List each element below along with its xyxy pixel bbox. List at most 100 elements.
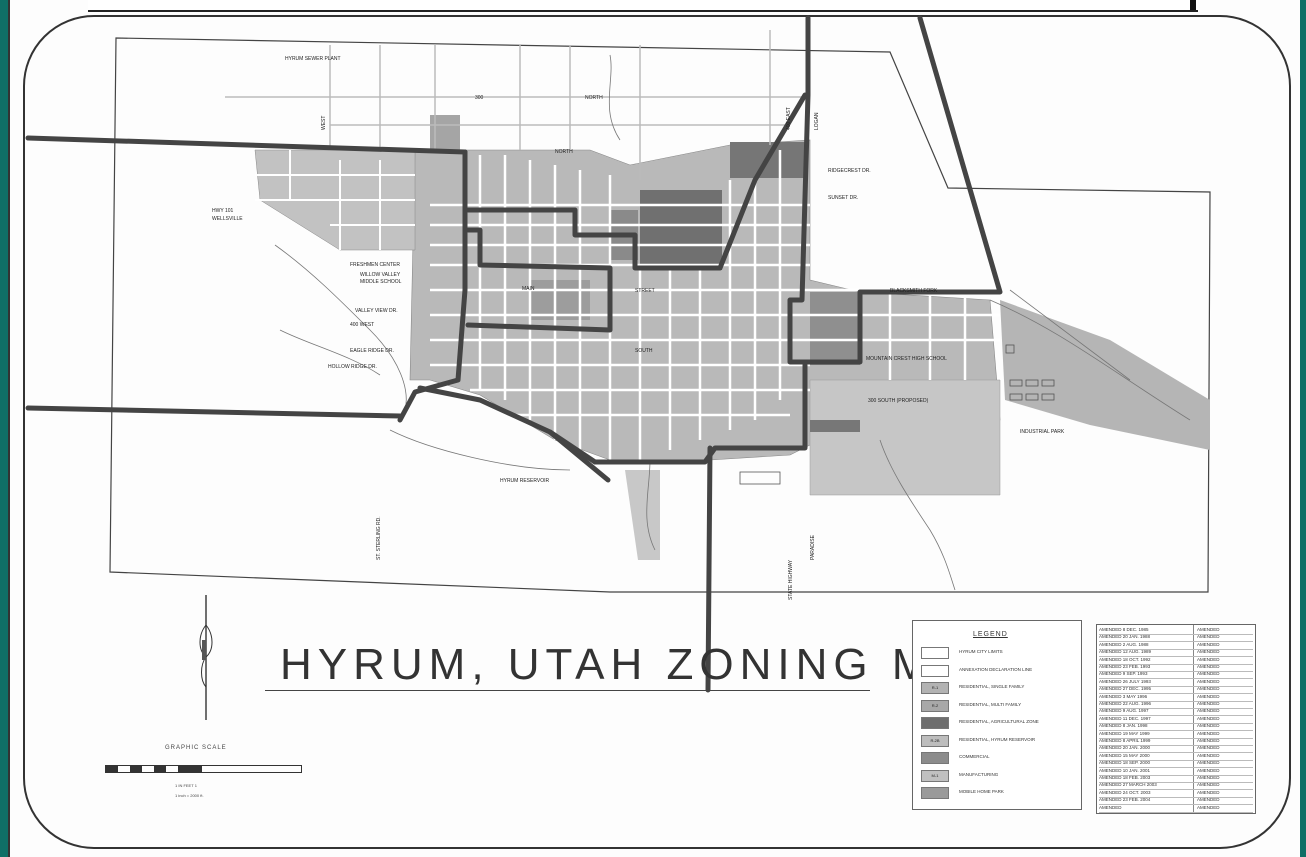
zoning-map: HYRUM SEWER PLANT 300 NORTH NORTH HWY 10… [23,15,1291,849]
label-main: MAIN [522,286,535,292]
zone-north-commercial [430,115,460,150]
amendment-date: AMENDED 23 FEB. 1993 [1099,664,1151,669]
legend-item: COMMERCIAL [921,752,1077,766]
amendment-blank: AMENDED [1197,760,1220,766]
east-buildings [739,344,1055,485]
scale-note-units: 1 IN FEET 1 [175,783,197,788]
legend-label: HYRUM CITY LIMITS [959,649,1003,654]
city-limit-lines [25,15,1003,693]
amendment-blank: AMENDED [1197,634,1220,640]
map-sheet: HYRUM SEWER PLANT 300 NORTH NORTH HWY 10… [8,0,1300,857]
title-underline [265,690,870,691]
label-logan: LOGAN [814,112,820,130]
legend-label: RESIDENTIAL, HYRUM RESERVOIR [959,736,1036,742]
label-hwy165: STATE HIGHWAY [788,559,794,600]
north-boundary [25,135,468,155]
amendment-date: AMENDED 19 MAY 1999 [1099,730,1150,736]
scale-note-ratio: 1 inch = 2000 ft. [175,793,204,798]
legend-swatch [921,752,949,764]
map-labels: HYRUM SEWER PLANT 300 NORTH NORTH HWY 10… [212,56,1065,600]
amendment-date: AMENDED 9 AUG. 1997 [1099,708,1149,714]
label-valley-view: VALLEY VIEW DR. [355,308,398,314]
map-frame [23,15,1291,849]
legend-item: RESIDENTIAL, AGRICULTURAL ZONE [921,717,1077,731]
amendment-blank: AMENDED [1197,797,1220,803]
inner-loop-2 [465,227,613,333]
legend-swatch [921,787,949,799]
amendment-blank: AMENDED [1197,627,1220,632]
corner-mark [1190,0,1196,10]
amendment-date: AMENDED 10 JAN. 2001 [1099,767,1151,773]
amendment-blank: AMENDED [1197,723,1220,729]
label-sewer-plant: HYRUM SEWER PLANT [285,56,341,62]
creek-lines [274,54,1191,591]
amendment-date: AMENDED 22 AUG. 1996 [1099,701,1152,706]
map-boundary-outline [109,37,1211,593]
label-willow: WILLOW VALLEY [360,272,401,278]
zone-manufacturing [810,420,860,432]
label-reservoir: HYRUM RESERVOIR [500,478,549,484]
legend-label: RESIDENTIAL, AGRICULTURAL ZONE [959,719,1039,724]
amendment-blank: AMENDED [1197,775,1220,780]
amendment-date: AMENDED 24 OCT. 2003 [1099,789,1151,795]
label-south: SOUTH [635,348,653,354]
amendment-row: AMENDED 9 AUG. 1997 AMENDED [1099,708,1253,717]
amendment-date: AMENDED 20 JAN. 1988 [1099,634,1151,640]
label-street: STREET [635,288,655,294]
amendment-date: AMENDED 18 FEB. 2003 [1099,775,1151,780]
label-blacksmith: BLACKSMITH FORK [890,288,938,294]
amendment-date: AMENDED 26 JULY 1993 [1099,678,1151,684]
north-roads [225,30,810,180]
amendment-blank: AMENDED [1197,701,1220,706]
amendment-date: AMENDED 3 MAY 1996 [1099,693,1148,699]
south-boundary [417,385,611,483]
inner-west-boundary [397,149,468,423]
amendment-date: AMENDED 27 DEC. 1995 [1099,686,1152,692]
west-streets [255,150,415,250]
amendment-date: AMENDED 8 JAN. 1998 [1099,723,1148,729]
label-mountain-crest: MOUNTAIN CREST HIGH SCHOOL [866,356,947,362]
label-300-south: 300 SOUTH (PROPOSED) [868,398,929,404]
amendment-blank: AMENDED [1197,664,1220,669]
legend-label: ANNEXATION DECLARATION LINE [959,666,1033,672]
legend-label: RESIDENTIAL, SINGLE FAMILY [959,684,1025,689]
amendment-row: AMENDED 19 MAY 1999 AMENDED [1099,731,1253,739]
north-east-vertical [787,15,1003,365]
amendment-blank: AMENDED [1197,789,1220,795]
label-paradise: PARADISE [810,534,816,560]
legend-label: COMMERCIAL [959,754,990,759]
inner-loop [465,92,808,271]
legend-swatch: R-2B [921,734,949,747]
amendment-date: AMENDED 15 MAY 2000 [1099,752,1150,758]
zone-southeast [810,292,860,365]
amendment-blank: AMENDED [1197,708,1220,714]
zone-fills [254,115,1210,560]
south-spur [705,445,713,693]
amendment-blank: AMENDED [1197,656,1220,662]
amendment-blank: AMENDED [1197,730,1220,736]
legend-swatch [921,647,949,659]
amendment-date: AMENDED 9 SEP. 1993 [1099,671,1148,677]
label-sunset: SUNSET DR. [828,195,858,201]
label-hollow: HOLLOW RIDGE DR. [328,364,377,370]
amendment-date: AMENDED 8 APRIL 1999 [1099,738,1151,743]
amendment-blank: AMENDED [1197,804,1220,810]
amendment-row: AMENDED 18 FEB. 2003 AMENDED [1099,775,1253,783]
amendment-date: AMENDED 11 DEC. 1997 [1099,715,1151,721]
label-300-north: NORTH [585,95,603,101]
scale-bar [105,765,302,773]
amendment-blank: AMENDED [1197,745,1220,751]
label-eagle: EAGLE RIDGE DR. [350,348,394,354]
